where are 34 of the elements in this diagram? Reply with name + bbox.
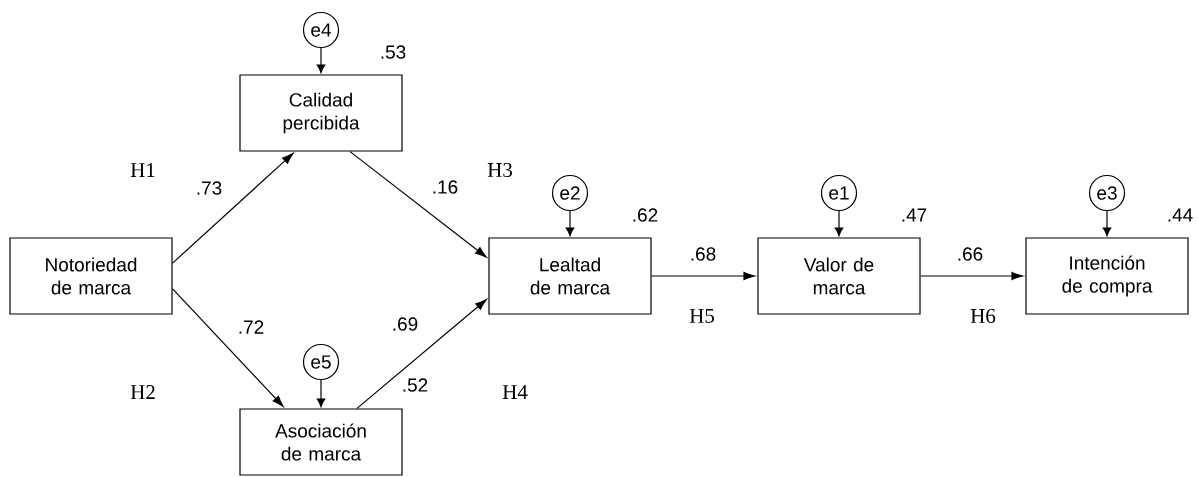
path-arrow <box>356 299 487 409</box>
path-arrow <box>920 271 1024 281</box>
r-squared-value: .52 <box>403 378 428 392</box>
path-coefficient: .69 <box>393 317 418 331</box>
variable-box: Asociación de marca <box>239 408 403 476</box>
r-squared-value: .53 <box>381 45 406 59</box>
path-arrow <box>565 210 575 237</box>
path-coefficient: .66 <box>958 247 983 261</box>
path-arrow <box>316 379 326 408</box>
hypothesis-label: H3 <box>487 162 512 178</box>
path-arrow <box>349 151 487 258</box>
r-squared-value: .47 <box>902 208 927 222</box>
path-arrow <box>1102 210 1112 237</box>
path-coefficient: .73 <box>197 181 222 195</box>
variable-box: Intención de compra <box>1025 237 1189 315</box>
hypothesis-label: H6 <box>970 308 996 324</box>
variable-box: Lealtad de marca <box>488 237 652 315</box>
hypothesis-label: H4 <box>502 385 528 399</box>
path-arrow <box>651 271 756 281</box>
r-squared-value: .44 <box>1168 208 1193 222</box>
path-coefficient: .16 <box>433 180 458 194</box>
path-coefficient: .72 <box>239 320 264 334</box>
hypothesis-label: H1 <box>130 163 155 177</box>
variable-box: Calidad percibida <box>239 74 403 152</box>
path-coefficient: .68 <box>691 247 716 261</box>
r-squared-value: .62 <box>633 208 658 222</box>
variable-box: Notoriedad de marca <box>9 237 173 315</box>
path-arrow <box>834 210 844 237</box>
hypothesis-label: H2 <box>130 385 155 399</box>
path-arrow <box>172 152 294 264</box>
variable-box: Valor de marca <box>757 237 921 315</box>
hypothesis-label: H5 <box>689 309 714 323</box>
path-arrow <box>316 47 326 74</box>
path-arrow <box>172 288 284 407</box>
